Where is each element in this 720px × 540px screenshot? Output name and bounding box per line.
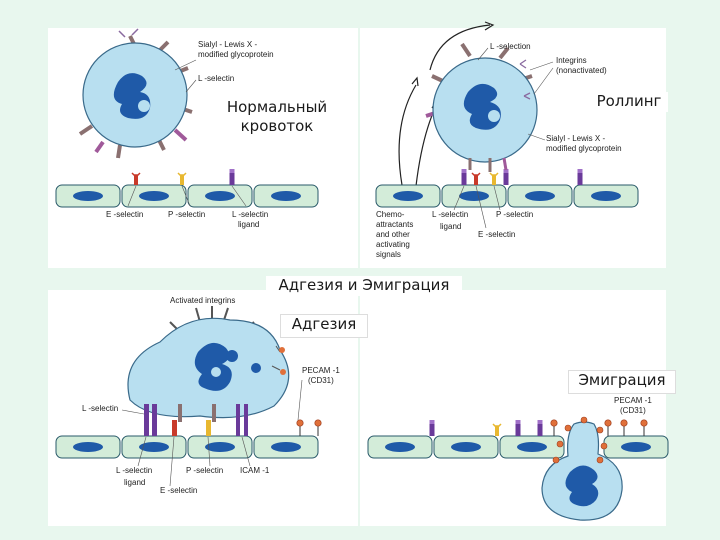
label-rolling-integrins: Integrins xyxy=(556,56,587,65)
label-rolling-integrins-2: (nonactivated) xyxy=(556,66,607,75)
label-pecam: PECAM -1 xyxy=(302,366,340,375)
label-rolling-l-selection: L -selection xyxy=(490,42,531,51)
label-chemo-3: and other xyxy=(376,230,410,239)
label-rolling-l-ligand: L -selectin xyxy=(432,210,469,219)
normal-leukocyte xyxy=(78,28,193,159)
label-l-ligand-2: ligand xyxy=(238,220,260,229)
normal-endothelium xyxy=(55,169,319,208)
rolling-leukocyte xyxy=(425,42,538,163)
label-e-selectin: E -selectin xyxy=(106,210,144,219)
label-emigration-pecam: PECAM -1 xyxy=(614,396,652,405)
label-pecam-2: (CD31) xyxy=(308,376,334,385)
emigration-leukocyte xyxy=(541,416,623,521)
label-sialyl: Sialyl - Lewis X - xyxy=(198,40,258,49)
label-rolling-l-ligand-2: ligand xyxy=(440,222,462,231)
label-chemo-1: Chemo- xyxy=(376,210,405,219)
label-p-selectin: P -selectin xyxy=(168,210,206,219)
label-icam: ICAM -1 xyxy=(240,466,270,475)
label-rolling-e-selectin: E -selectin xyxy=(478,230,516,239)
label-rolling-sialyl: Sialyl - Lewis X - xyxy=(546,134,606,143)
adhesion-leukocyte xyxy=(127,306,290,419)
adhesion-endothelium xyxy=(55,404,322,487)
rolling-endothelium xyxy=(375,157,639,229)
label-chemo-4: activating xyxy=(376,240,410,249)
label-adhesion-e-selectin: E -selectin xyxy=(160,486,198,495)
label-l-ligand: L -selectin xyxy=(232,210,269,219)
title-rolling: Роллинг xyxy=(590,92,668,112)
label-emigration-pecam-2: (CD31) xyxy=(620,406,646,415)
emigration-endothelium xyxy=(367,419,669,459)
label-rolling-p-selectin: P -selectin xyxy=(496,210,534,219)
label-adhesion-l-selectin: L -selectin xyxy=(82,404,119,413)
label-adhesion-l-ligand: L -selectin xyxy=(116,466,153,475)
title-normal-flow: Нормальный кровоток xyxy=(222,96,332,140)
label-activated-integrins: Activated integrins xyxy=(170,296,236,305)
title-adhesion: Адгезия xyxy=(280,314,368,338)
label-chemo-2: attractants xyxy=(376,220,414,229)
label-adhesion-p-selectin: P -selectin xyxy=(186,466,224,475)
label-sialyl-2: modified glycoprotein xyxy=(198,50,274,59)
label-adhesion-l-ligand-2: ligand xyxy=(124,478,146,487)
label-chemo-5: signals xyxy=(376,250,401,259)
label-rolling-sialyl-2: modified glycoprotein xyxy=(546,144,622,153)
title-emigration: Эмиграция xyxy=(568,370,676,394)
label-l-selectin: L -selectin xyxy=(198,74,235,83)
title-adhesion-emigration: Адгезия и Эмиграция xyxy=(266,276,462,296)
